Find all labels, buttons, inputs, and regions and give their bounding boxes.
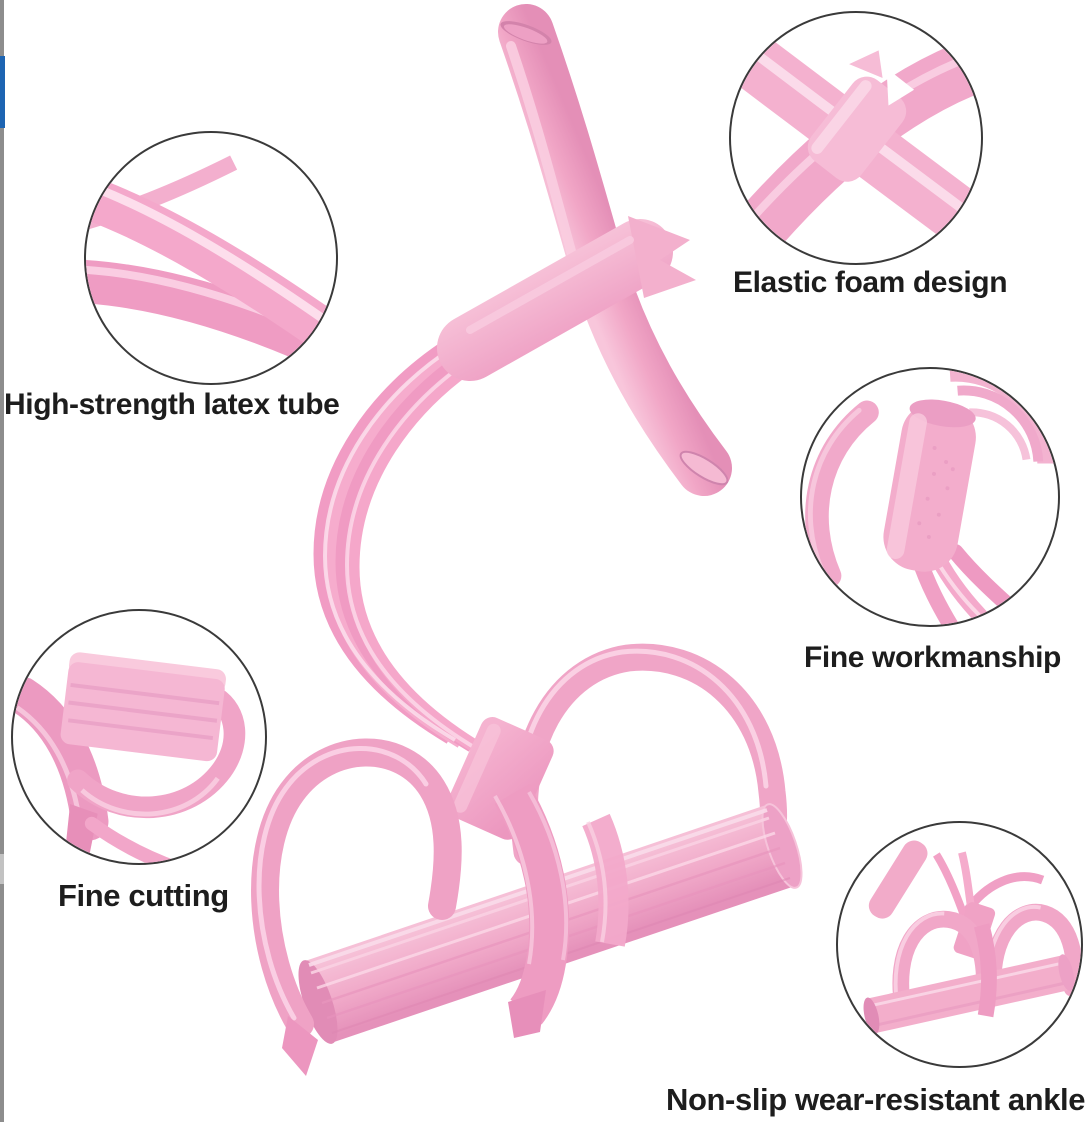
elastic-foam-zoom-art — [731, 33, 981, 246]
callout-label-latex-tube: High-strength latex tube — [4, 388, 340, 421]
detail-circle-non-slip-ankle — [836, 821, 1083, 1068]
foam-sleeve — [437, 216, 696, 381]
callout-label-fine-cutting: Fine cutting — [58, 878, 229, 913]
detail-circle-fine-workmanship — [800, 367, 1060, 627]
fine-workmanship-zoom-art — [805, 369, 1058, 625]
callout-label-fine-workmanship: Fine workmanship — [804, 641, 1061, 674]
fine-cutting-zoom-art — [13, 652, 246, 863]
latex-tube-zoom-art — [86, 133, 336, 378]
edge-faint-mark — [0, 854, 4, 884]
center-strap — [493, 784, 629, 1038]
non-slip-zoom-art — [863, 840, 1081, 1035]
detail-circle-latex-tube — [84, 131, 338, 385]
window-edge — [0, 0, 4, 1122]
callout-label-elastic-foam: Elastic foam design — [733, 266, 1008, 299]
left-pedal-loop — [251, 738, 462, 1076]
latex-tubes — [313, 338, 487, 757]
callout-label-non-slip-ankle: Non-slip wear-resistant ankle — [666, 1082, 1086, 1117]
edge-accent-bar — [0, 56, 5, 128]
detail-circle-fine-cutting — [11, 609, 267, 865]
detail-circle-elastic-foam — [729, 11, 983, 265]
